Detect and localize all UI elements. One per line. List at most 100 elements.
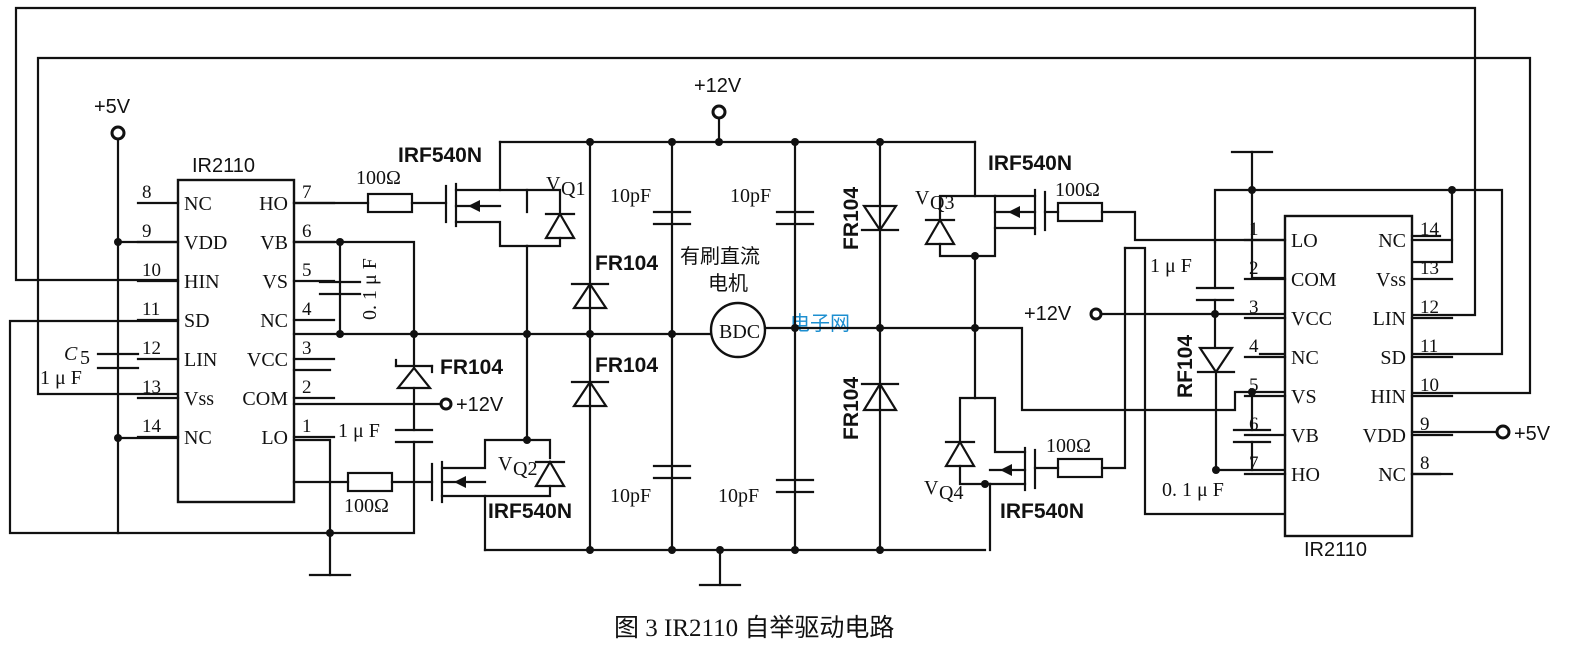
right-chip-name: IR2110 — [1304, 539, 1367, 561]
left_driver-pin-number: 9 — [142, 221, 152, 242]
label-fr104-upper-left: FR104 — [595, 252, 658, 275]
resistor-q4 — [1056, 457, 1104, 479]
left_driver-pin-number: 5 — [302, 260, 312, 281]
label-10pf-tl: 10pF — [610, 185, 651, 207]
right_driver-pin-label: COM — [1291, 269, 1337, 291]
junction-dot — [1212, 466, 1220, 474]
label-r-q3: 100Ω — [1055, 179, 1100, 201]
junction-dot — [716, 546, 724, 554]
label-r-q1: 100Ω — [356, 167, 401, 189]
left_driver-pin-label: SD — [184, 310, 210, 332]
label-fr104-boot-left: FR104 — [440, 356, 503, 379]
junction-dot — [114, 238, 122, 246]
junction-dot — [668, 546, 676, 554]
label-10pf-tr: 10pF — [730, 185, 771, 207]
label-c5-value: 1 μ F — [40, 367, 82, 389]
label-irf540n-q2: IRF540N — [488, 500, 572, 523]
junction-dot — [1248, 186, 1256, 194]
label-vq4: Q4 — [939, 482, 963, 504]
junction-dot — [971, 324, 979, 332]
motor: 有刷直流 电机 BDC 电子网 — [680, 245, 977, 359]
junction-dot — [336, 238, 344, 246]
right_driver-pin-number: 8 — [1420, 453, 1430, 474]
left_driver-pin-number: 13 — [142, 377, 161, 398]
left_driver-pin-number: 2 — [302, 377, 312, 398]
junction-dot — [791, 138, 799, 146]
junction-dot — [1248, 388, 1256, 396]
left_driver-pin-number: 14 — [142, 416, 162, 437]
terminal-5v-right — [1495, 424, 1511, 440]
left_driver-pin-number: 11 — [142, 299, 160, 320]
right_driver-pin-number: 10 — [1420, 375, 1439, 396]
left_driver-pin-number: 8 — [142, 182, 152, 203]
junction-dot — [523, 436, 531, 444]
left_driver-pin-number: 1 — [302, 416, 312, 437]
left_driver-pin-number: 4 — [302, 299, 312, 320]
right_driver-pin-number: 6 — [1249, 414, 1259, 435]
junction-dot — [410, 330, 418, 338]
label-vq1: Q1 — [561, 178, 585, 200]
label-vq4-v: V — [924, 477, 939, 499]
label-10pf-br: 10pF — [718, 485, 759, 507]
power-rails: +12V — [483, 75, 987, 587]
left_driver-pin-label: Vss — [184, 388, 214, 410]
right_driver-pin-number: 11 — [1420, 336, 1438, 357]
label-10pf-bl: 10pF — [610, 485, 651, 507]
right_driver-pin-label: HIN — [1370, 386, 1406, 408]
junction-dot — [336, 330, 344, 338]
left_driver-pin-number: 7 — [302, 182, 312, 203]
junction-dot — [668, 330, 676, 338]
junction-dot — [1211, 310, 1219, 318]
label-5v-left: +5V — [94, 96, 131, 118]
label-fr104-lower-right: FR104 — [840, 377, 863, 440]
right_driver-pin-label: HO — [1291, 464, 1320, 486]
left_driver-pin-label: VDD — [184, 232, 227, 254]
right_driver-pin-number: 5 — [1249, 375, 1259, 396]
junction-dot — [876, 324, 884, 332]
label-12v-top: +12V — [694, 75, 742, 97]
label-irf540n-q4: IRF540N — [1000, 500, 1084, 523]
junction-dot — [791, 546, 799, 554]
junction-dot — [586, 330, 594, 338]
right_driver-pin-label: NC — [1291, 347, 1319, 369]
label-r-q2: 100Ω — [344, 495, 389, 517]
left_driver-pin-number: 12 — [142, 338, 161, 359]
right-bridge-leg: 10pF 10pF FR104 FR104 — [718, 140, 900, 552]
junction-dot — [523, 330, 531, 338]
right_driver-pin-label: SD — [1380, 347, 1406, 369]
left_driver-pin-label: COM — [242, 388, 288, 410]
left_driver-pin-number: 3 — [302, 338, 312, 359]
junction-dot — [114, 434, 122, 442]
right_driver-pin-label: LIN — [1373, 308, 1406, 330]
right_driver-pin-label: VB — [1291, 425, 1319, 447]
junction-dot — [586, 138, 594, 146]
control-wires — [8, 6, 1532, 535]
label-12v-right: +12V — [1024, 303, 1072, 325]
left_driver-pin-label: HIN — [184, 271, 220, 293]
right_driver-pin-label: LO — [1291, 230, 1318, 252]
left_driver-pin-label: NC — [260, 310, 288, 332]
label-5v-right: +5V — [1514, 423, 1551, 445]
right_driver-pin-number: 9 — [1420, 414, 1430, 435]
mosfet-q1: IRF540N V Q1 — [398, 140, 585, 336]
left_driver-pin-label: NC — [184, 427, 212, 449]
right-chip-wiring: +12V 1 μ F RF104 0. 1 μ F — [973, 150, 1287, 516]
figure-caption: 图 3 IR2110 自举驱动电路 — [614, 614, 894, 642]
terminal-12v-left — [439, 397, 453, 411]
junction-dot — [981, 480, 989, 488]
mosfet-q2: IRF540N V Q2 — [430, 332, 572, 552]
motor-circle — [709, 301, 767, 359]
right_driver-pin-number: 12 — [1420, 297, 1439, 318]
left-chip-wiring: 100Ω 0. 1 μ F FR104 +12V 1 μ F — [292, 167, 712, 577]
label-motor-symbol: BDC — [719, 321, 760, 343]
label-irf540n-q1: IRF540N — [398, 144, 482, 167]
right-chip-body — [1283, 214, 1414, 538]
label-cap-1uf-left: 1 μ F — [338, 420, 380, 442]
right_driver-pin-label: VDD — [1363, 425, 1406, 447]
right_driver-pin-number: 7 — [1249, 453, 1259, 474]
label-fr104-upper-right: FR104 — [840, 187, 863, 250]
left_driver-pin-label: LIN — [184, 349, 217, 371]
junction-dot — [876, 138, 884, 146]
